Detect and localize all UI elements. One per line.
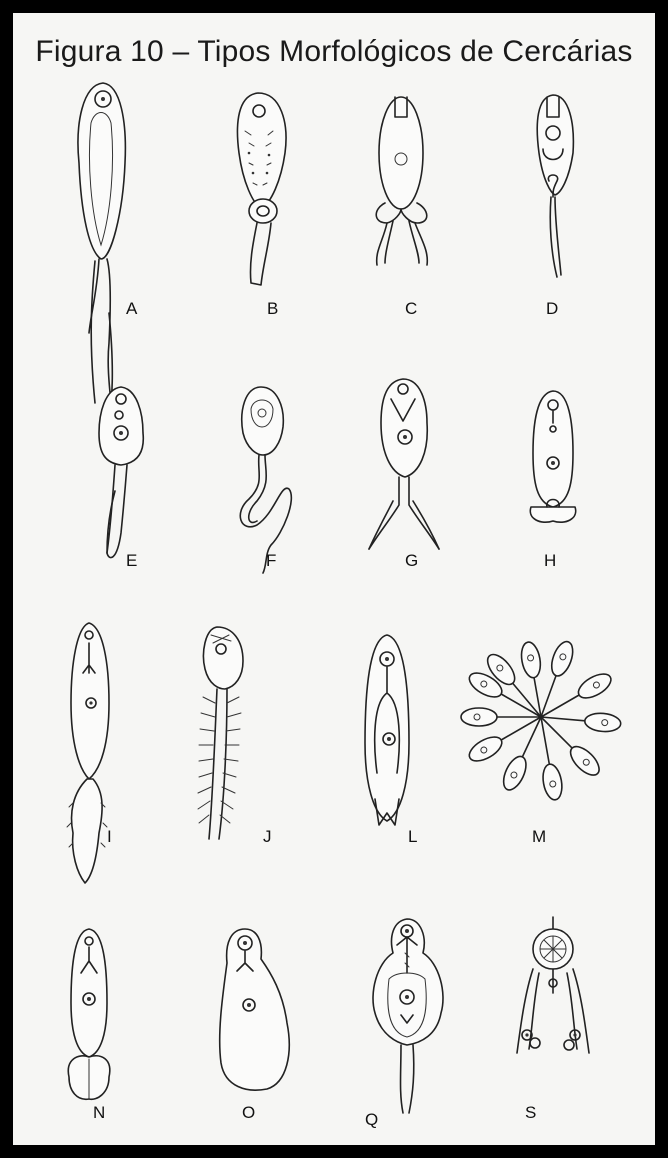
cercaria-g-drawing xyxy=(369,379,439,549)
label-a: A xyxy=(126,299,138,318)
cercaria-b-drawing xyxy=(237,93,286,285)
label-c: C xyxy=(405,299,417,318)
cercaria-f-drawing xyxy=(240,387,291,573)
cercaria-h-drawing xyxy=(530,391,575,522)
cercaria-i-drawing xyxy=(67,623,109,883)
cercaria-m-drawing xyxy=(461,639,621,802)
label-m: M xyxy=(532,827,546,846)
label-g: G xyxy=(405,551,418,570)
label-f: F xyxy=(266,551,276,570)
label-i: I xyxy=(107,827,112,846)
label-o: O xyxy=(242,1103,255,1122)
cercaria-plates: A B C xyxy=(13,13,655,1145)
label-d: D xyxy=(546,299,558,318)
label-j: J xyxy=(263,827,272,846)
cercaria-e-drawing xyxy=(99,387,143,558)
label-h: H xyxy=(544,551,556,570)
cercaria-o-drawing xyxy=(220,929,290,1090)
cercaria-n-drawing xyxy=(68,929,109,1099)
cercaria-q-drawing xyxy=(373,919,443,1113)
label-b: B xyxy=(267,299,278,318)
cercaria-d-drawing xyxy=(537,95,573,277)
label-s: S xyxy=(525,1103,536,1122)
cercaria-s-drawing xyxy=(517,917,589,1053)
figure-panel: Figura 10 – Tipos Morfológicos de Cercár… xyxy=(13,13,655,1145)
label-l: L xyxy=(408,827,417,846)
label-e: E xyxy=(126,551,137,570)
cercaria-l-drawing xyxy=(365,635,409,825)
cercaria-c-drawing xyxy=(376,97,427,265)
label-q: Q xyxy=(365,1110,378,1129)
label-n: N xyxy=(93,1103,105,1122)
cercaria-j-drawing xyxy=(198,627,243,839)
cercaria-a-drawing xyxy=(78,83,125,405)
